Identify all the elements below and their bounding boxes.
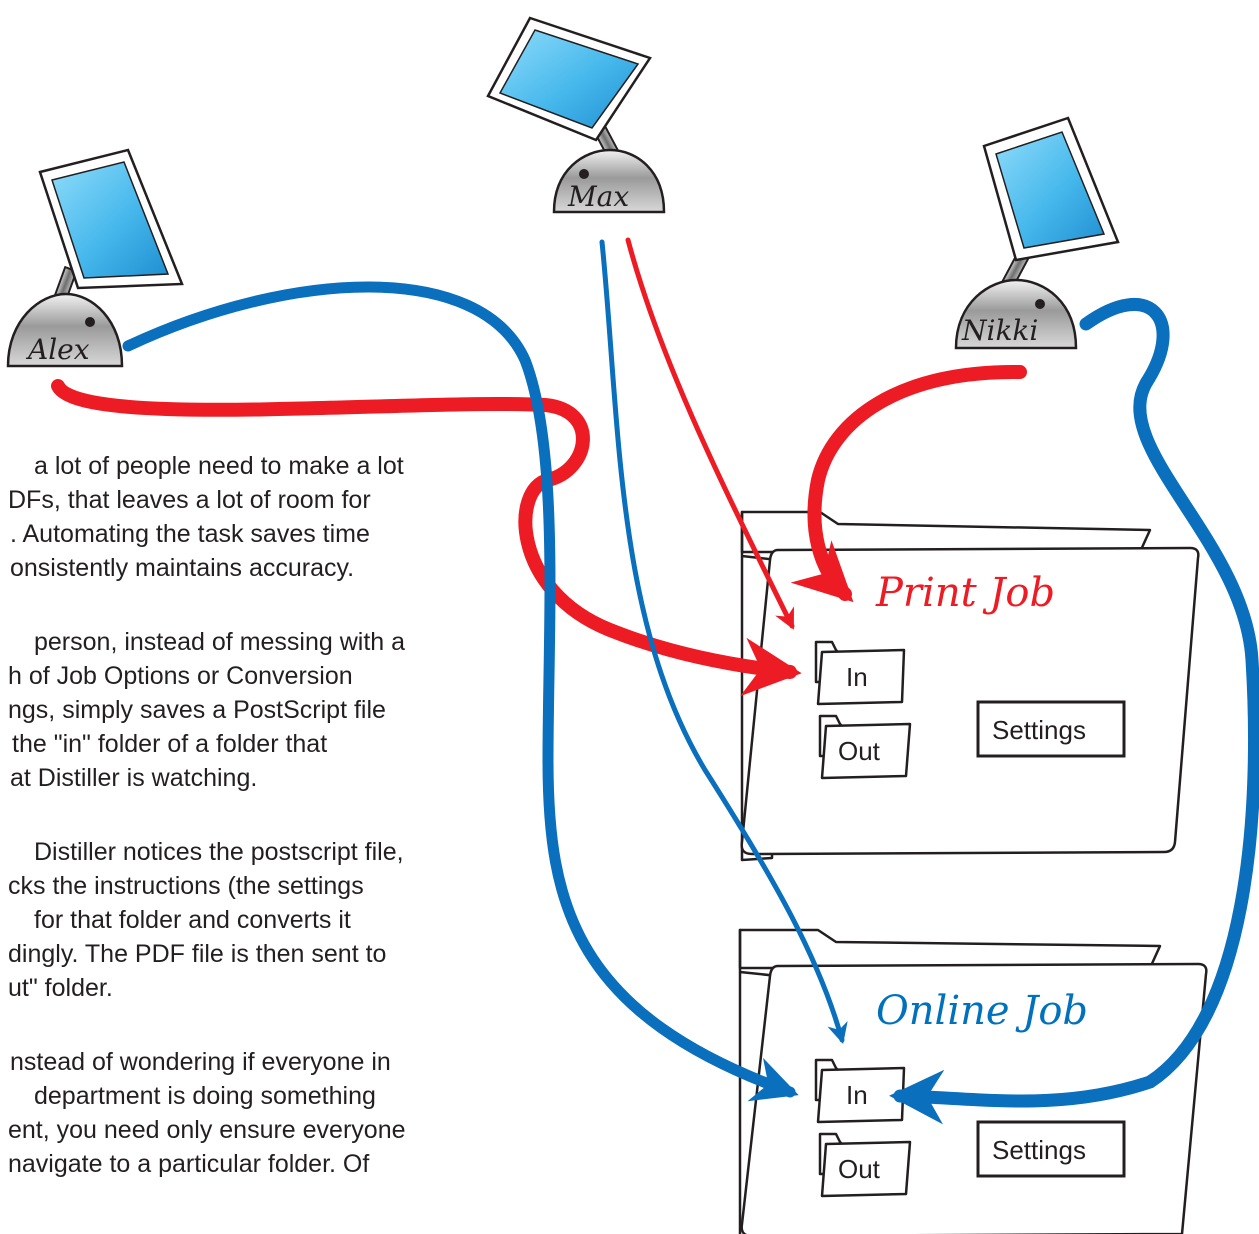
computer-max[interactable]: Max bbox=[486, 16, 666, 214]
online-in-folder[interactable]: In bbox=[814, 1058, 906, 1124]
nikki-to-online-in-arrow bbox=[889, 298, 1259, 1125]
print-out-label: Out bbox=[838, 736, 881, 766]
paragraph-3-line-1: Distiller notices the postscript file, bbox=[34, 838, 404, 866]
max-screen bbox=[498, 29, 640, 129]
paragraph-2-line-2: h of Job Options or Conversion bbox=[8, 662, 353, 690]
apple-logo-icon bbox=[1035, 299, 1045, 309]
alex-name: Alex bbox=[25, 333, 90, 366]
online-settings-label: Settings bbox=[992, 1135, 1086, 1165]
paragraph-2-line-3: ngs, simply saves a PostScript file bbox=[8, 696, 386, 724]
nikki-to-print-in-arrow bbox=[790, 364, 1027, 603]
paragraph-4-line-4: navigate to a particular folder. Of bbox=[8, 1150, 369, 1178]
nikki-base bbox=[954, 278, 1078, 350]
print-settings-button[interactable]: Settings bbox=[976, 700, 1126, 758]
print-job-folder[interactable]: Print Job In Out Settings bbox=[740, 510, 1200, 862]
apple-logo-icon bbox=[85, 317, 95, 327]
max-to-print-in-arrow bbox=[625, 237, 795, 630]
max-to-online-in-arrow bbox=[599, 239, 848, 1045]
paragraph-2-line-5: at Distiller is watching. bbox=[10, 764, 257, 792]
online-settings-button[interactable]: Settings bbox=[976, 1120, 1126, 1178]
online-out-label: Out bbox=[838, 1154, 881, 1184]
paragraph-1-line-4: onsistently maintains accuracy. bbox=[10, 554, 354, 582]
paragraph-3-line-3: for that folder and converts it bbox=[34, 906, 351, 934]
paragraph-2-line-4: the "in" folder of a folder that bbox=[12, 730, 327, 758]
alex-screen bbox=[51, 161, 170, 279]
max-name: Max bbox=[567, 180, 629, 213]
print-job-title: Print Job bbox=[875, 570, 1055, 616]
alex-to-print-in-arrow bbox=[51, 379, 802, 697]
paragraph-3-line-2: cks the instructions (the settings bbox=[8, 872, 364, 900]
flow-arrows bbox=[51, 237, 1259, 1125]
computer-alex[interactable]: Alex bbox=[6, 148, 184, 368]
paragraph-4-line-3: ent, you need only ensure everyone bbox=[8, 1116, 406, 1144]
print-in-label: In bbox=[846, 662, 868, 692]
alex-base bbox=[6, 292, 124, 368]
apple-logo-icon bbox=[579, 169, 589, 179]
paragraph-3-line-4: dingly. The PDF file is then sent to bbox=[8, 940, 386, 968]
print-in-folder[interactable]: In bbox=[814, 640, 906, 706]
print-out-folder[interactable]: Out bbox=[818, 714, 912, 780]
nikki-name: Nikki bbox=[961, 314, 1038, 347]
alex-to-online-in-arrow bbox=[122, 281, 799, 1102]
online-job-title: Online Job bbox=[876, 988, 1088, 1034]
paragraph-3-line-5: ut" folder. bbox=[8, 974, 113, 1002]
paragraph-1-line-1: a lot of people need to make a lot bbox=[34, 452, 404, 480]
paragraph-4-line-1: nstead of wondering if everyone in bbox=[10, 1048, 391, 1076]
description-text: a lot of people need to make a lot DFs, … bbox=[8, 452, 406, 1178]
max-base bbox=[552, 148, 666, 214]
paragraph-1-line-3: . Automating the task saves time bbox=[10, 520, 370, 548]
online-in-label: In bbox=[846, 1080, 868, 1110]
nikki-screen bbox=[995, 131, 1106, 249]
paragraph-4-line-2: department is doing something bbox=[34, 1082, 376, 1110]
print-settings-label: Settings bbox=[992, 715, 1086, 745]
computer-nikki[interactable]: Nikki bbox=[954, 116, 1120, 350]
online-out-folder[interactable]: Out bbox=[818, 1132, 912, 1198]
paragraph-1-line-2: DFs, that leaves a lot of room for bbox=[8, 486, 371, 514]
paragraph-2-line-1: person, instead of messing with a bbox=[34, 628, 405, 656]
